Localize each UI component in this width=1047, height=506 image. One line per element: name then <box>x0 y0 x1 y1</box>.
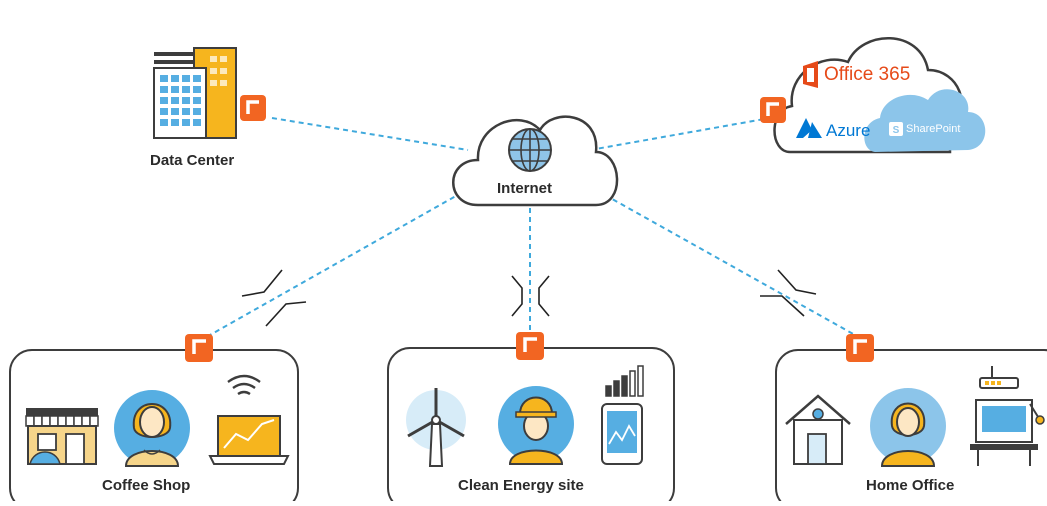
signal-bars-icon <box>605 365 644 397</box>
coffee-shop-label: Coffee Shop <box>102 477 191 494</box>
link-datacenter-internet <box>271 117 469 151</box>
link-cloud-internet <box>589 117 771 151</box>
home-office-label: Home Office <box>866 477 955 494</box>
wifi-router-icon <box>979 366 1019 389</box>
internet-cloud-icon <box>452 115 619 207</box>
data-center-building-icon <box>153 47 237 139</box>
link-internet-home <box>604 194 856 336</box>
engineer-icon <box>498 386 574 465</box>
storefront-icon <box>25 408 99 465</box>
link-internet-coffee <box>209 187 471 336</box>
tablet-chart-icon <box>601 403 643 465</box>
router-icon <box>846 334 874 362</box>
wind-turbine-icon <box>406 388 466 467</box>
office365-label: Office 365 <box>824 64 911 85</box>
svg-text:S: S <box>893 125 900 136</box>
office365-logo-icon <box>803 61 818 88</box>
clean-energy-label: Clean Energy site <box>458 477 584 494</box>
desktop-computer-icon <box>970 399 1045 466</box>
network-links <box>209 117 856 336</box>
person-icon <box>114 390 190 467</box>
internet-label: Internet <box>497 180 553 197</box>
router-icon <box>240 95 266 121</box>
home-office-site <box>775 334 1047 506</box>
cloud-services-icon: S <box>773 37 986 154</box>
azure-label: Azure <box>826 121 871 140</box>
coffee-shop-site <box>9 334 299 506</box>
router-icon <box>185 334 213 362</box>
wifi-icon <box>227 374 261 396</box>
sharepoint-label: SharePoint <box>906 123 961 135</box>
router-icon <box>516 332 544 360</box>
person-icon <box>870 388 946 467</box>
data-center-label: Data Center <box>150 152 235 169</box>
clean-energy-site <box>387 332 675 506</box>
laptop-chart-icon <box>208 415 290 465</box>
wireless-link-icon <box>241 269 307 327</box>
wireless-link-icon <box>511 275 550 317</box>
globe-icon <box>508 128 552 172</box>
sharepoint-logo-icon: S <box>889 122 903 136</box>
azure-logo-icon <box>796 118 822 138</box>
wireless-link-icon <box>760 269 817 317</box>
router-icon <box>760 97 786 123</box>
house-icon <box>785 394 851 465</box>
